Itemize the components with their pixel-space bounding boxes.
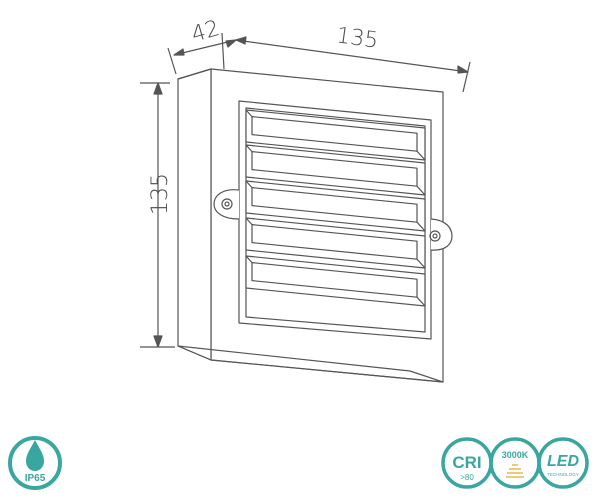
louver-edge bbox=[416, 221, 426, 232]
louver-edge bbox=[416, 296, 426, 307]
sun-icon bbox=[506, 464, 524, 478]
louver-edge bbox=[245, 255, 253, 264]
louver-edge bbox=[245, 180, 253, 189]
louver-edge bbox=[245, 144, 253, 153]
cri-label: CRI bbox=[452, 453, 481, 472]
mounting-ear-right bbox=[429, 218, 453, 251]
louver-edge bbox=[416, 150, 426, 161]
louver-edge bbox=[416, 258, 426, 269]
water-drop-icon bbox=[26, 440, 44, 471]
dimension-lines bbox=[140, 32, 471, 348]
louver-edge bbox=[245, 109, 253, 118]
cct-badge: 3000K bbox=[489, 437, 541, 489]
louvers bbox=[245, 109, 426, 307]
depth-label: 42 bbox=[189, 16, 223, 48]
louver-edge bbox=[245, 217, 253, 226]
cct-label: 3000K bbox=[502, 450, 529, 460]
led-sub-label: TECHNOLOGY bbox=[547, 472, 579, 477]
ip-rating-label: IP65 bbox=[25, 473, 46, 484]
led-label: LED bbox=[547, 453, 579, 470]
cri-badge: CRI >80 bbox=[441, 437, 493, 489]
led-badge: LED TECHNOLOGY bbox=[537, 437, 589, 489]
louver-edge bbox=[416, 185, 426, 196]
width-label: 135 bbox=[335, 23, 380, 54]
ip-badge: IP65 bbox=[8, 436, 62, 490]
height-label: 135 bbox=[148, 173, 173, 215]
cri-value: >80 bbox=[460, 473, 474, 482]
mounting-ear-left bbox=[213, 189, 240, 220]
